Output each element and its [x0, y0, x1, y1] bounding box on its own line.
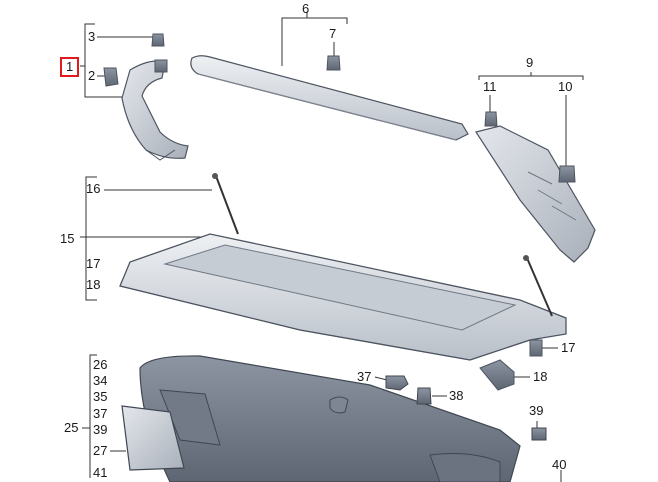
label-11[interactable]: 11 — [483, 79, 497, 94]
label-37-right[interactable]: 37 — [357, 369, 372, 384]
label-15[interactable]: 15 — [60, 231, 75, 246]
parcel-shelf — [119, 173, 567, 361]
label-18-left[interactable]: 18 — [86, 277, 101, 292]
clip-part-38 — [416, 387, 432, 405]
clip-part-39 — [531, 427, 547, 441]
label-39-left[interactable]: 39 — [93, 422, 108, 437]
label-2[interactable]: 2 — [88, 68, 96, 83]
label-26[interactable]: 26 — [93, 357, 108, 372]
pillar-trim-right — [475, 125, 596, 263]
label-40[interactable]: 40 — [552, 457, 567, 472]
label-17-left[interactable]: 17 — [86, 256, 101, 271]
label-34[interactable]: 34 — [93, 373, 108, 388]
label-41[interactable]: 41 — [93, 465, 108, 480]
label-10[interactable]: 10 — [558, 79, 573, 94]
clip-part-2 — [103, 67, 119, 87]
leader-lines — [80, 12, 584, 482]
clip-part-7 — [326, 55, 341, 71]
label-39-right[interactable]: 39 — [529, 403, 544, 418]
cover-panel-27 — [121, 405, 185, 471]
label-25[interactable]: 25 — [64, 420, 79, 435]
label-3[interactable]: 3 — [88, 29, 96, 44]
part-37 — [385, 375, 409, 391]
pillar-trim-left — [121, 59, 189, 161]
label-37-left[interactable]: 37 — [93, 406, 108, 421]
lid-trim-lower — [139, 355, 521, 482]
label-35[interactable]: 35 — [93, 389, 108, 404]
clip-part-17 — [529, 339, 543, 357]
label-16[interactable]: 16 — [86, 181, 101, 196]
label-17-right[interactable]: 17 — [561, 340, 576, 355]
clip-part-3 — [151, 33, 165, 47]
label-27[interactable]: 27 — [93, 443, 108, 458]
label-9[interactable]: 9 — [526, 55, 534, 70]
clip-part-11 — [484, 111, 498, 127]
label-6[interactable]: 6 — [302, 1, 310, 16]
clip-part-10 — [558, 165, 576, 183]
hinge-part-18 — [479, 359, 515, 391]
label-38[interactable]: 38 — [449, 388, 464, 403]
label-7[interactable]: 7 — [329, 26, 337, 41]
trim-strip-6 — [190, 55, 469, 141]
label-18-right[interactable]: 18 — [533, 369, 548, 384]
label-1-highlighted[interactable]: 1 — [60, 57, 80, 77]
